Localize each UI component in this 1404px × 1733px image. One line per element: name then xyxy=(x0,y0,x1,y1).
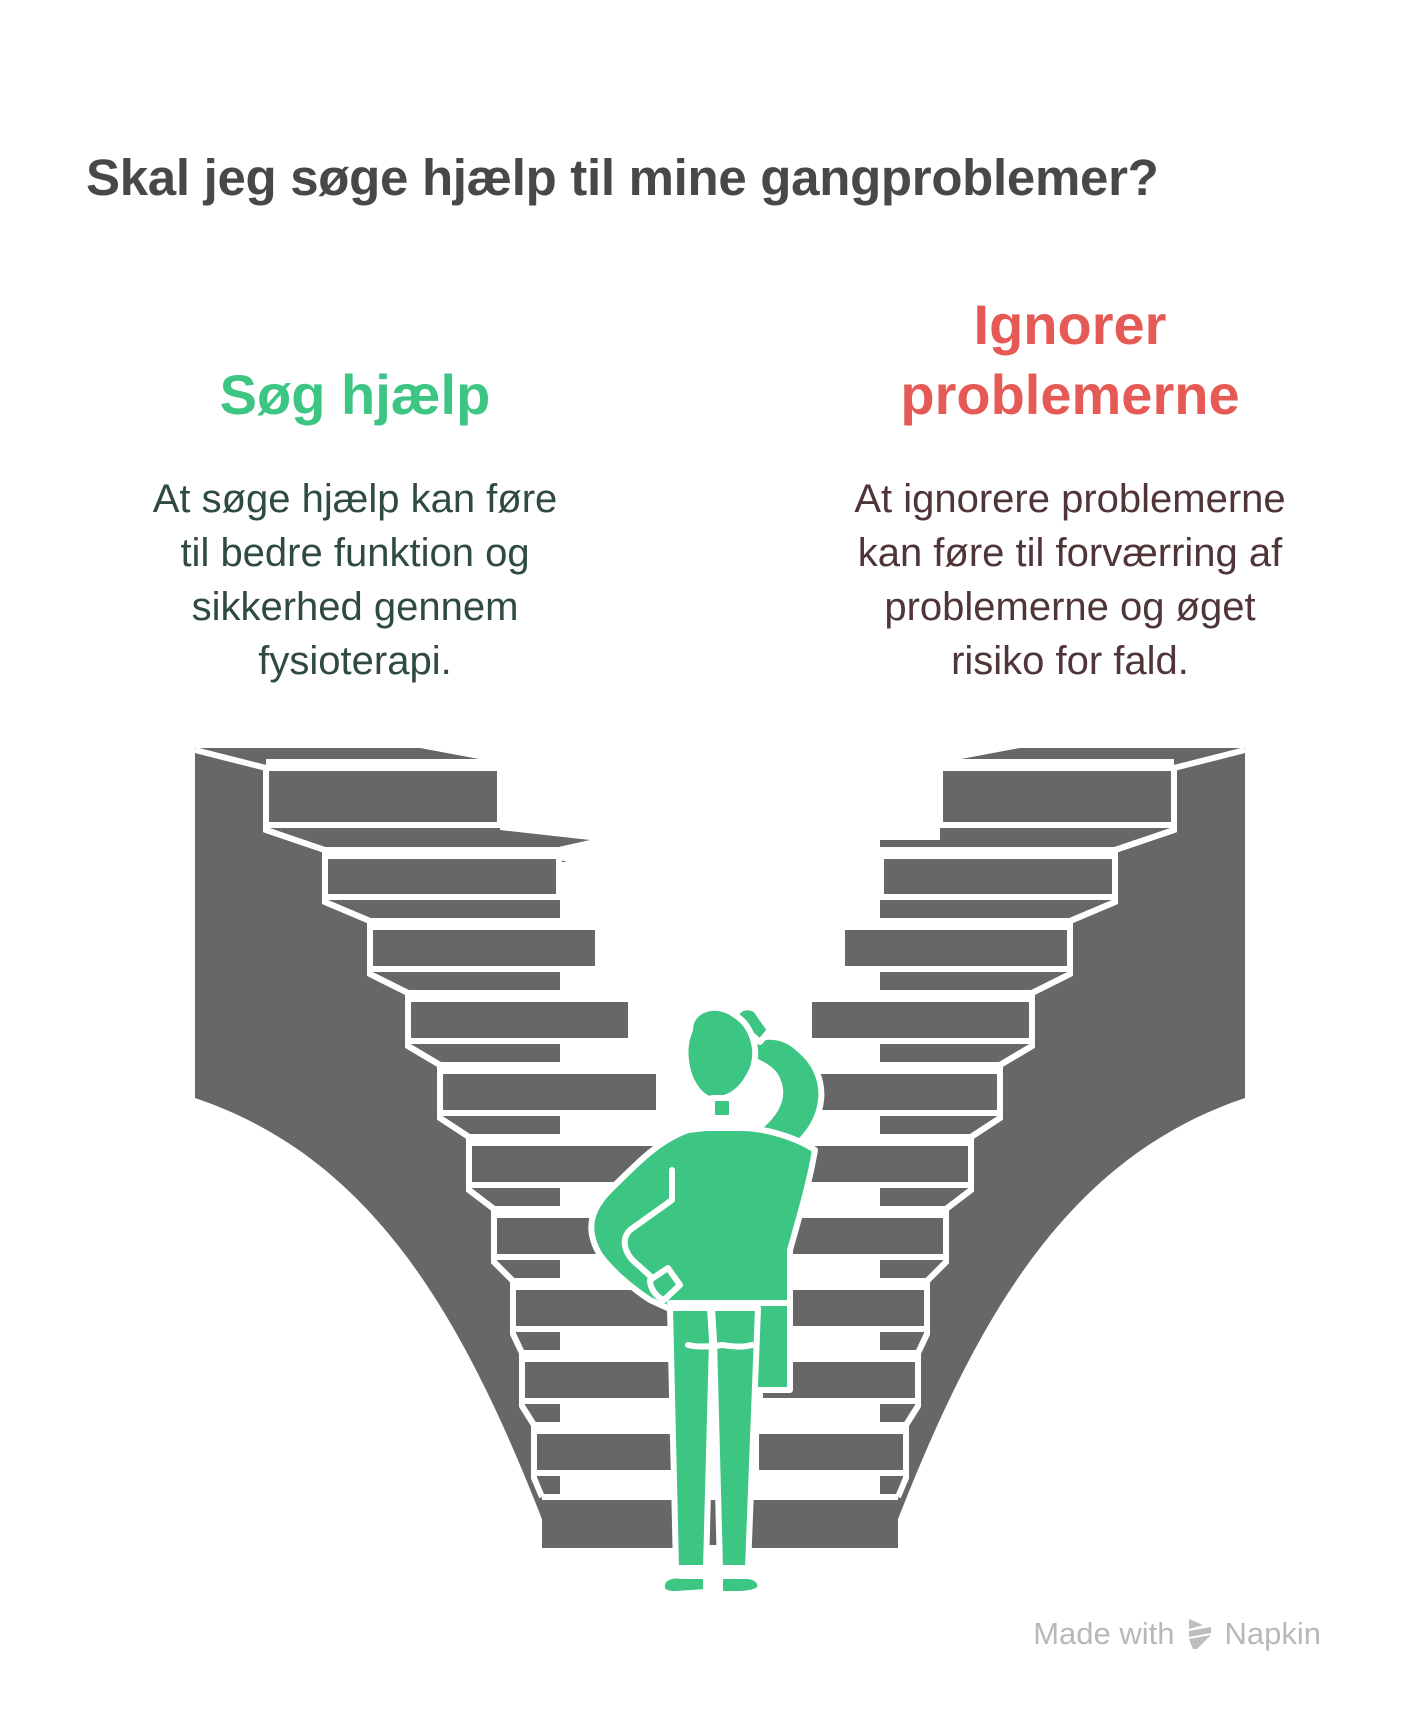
right-staircase xyxy=(740,747,1246,1548)
napkin-logo-icon xyxy=(1188,1619,1211,1649)
person-figure xyxy=(588,1004,825,1597)
option-seek-help: Søg hjælp At søge hjælp kan føre til bed… xyxy=(110,360,600,688)
option-ignore-problems: Ignorer problemerne At ignorere probleme… xyxy=(800,290,1340,688)
heading-line: Ignorer xyxy=(973,293,1167,356)
description-line: til bedre funktion og xyxy=(180,531,530,575)
description-line: problemerne og øget xyxy=(884,585,1256,629)
option-description-seek-help: At søge hjælp kan føre til bedre funktio… xyxy=(110,472,600,688)
made-with-label: Made with xyxy=(1033,1616,1175,1651)
description-line: At søge hjælp kan føre xyxy=(152,477,558,521)
left-staircase xyxy=(194,747,700,1548)
heading-line: problemerne xyxy=(900,363,1240,426)
option-heading-ignore-problems: Ignorer problemerne xyxy=(800,290,1340,430)
footer-attribution: Made with Napkin xyxy=(1033,1616,1321,1652)
description-line: kan føre til forværring af xyxy=(857,531,1283,575)
description-line: risiko for fald. xyxy=(951,639,1189,683)
description-line: At ignorere problemerne xyxy=(854,477,1286,521)
napkin-brand-label: Napkin xyxy=(1224,1616,1322,1651)
description-line: fysioterapi. xyxy=(258,639,452,683)
option-heading-seek-help: Søg hjælp xyxy=(219,363,491,426)
option-description-ignore-problems: At ignorere problemerne kan føre til for… xyxy=(800,472,1340,688)
description-line: sikkerhed gennem xyxy=(191,585,519,629)
page-title: Skal jeg søge hjælp til mine gangproblem… xyxy=(86,149,1159,206)
